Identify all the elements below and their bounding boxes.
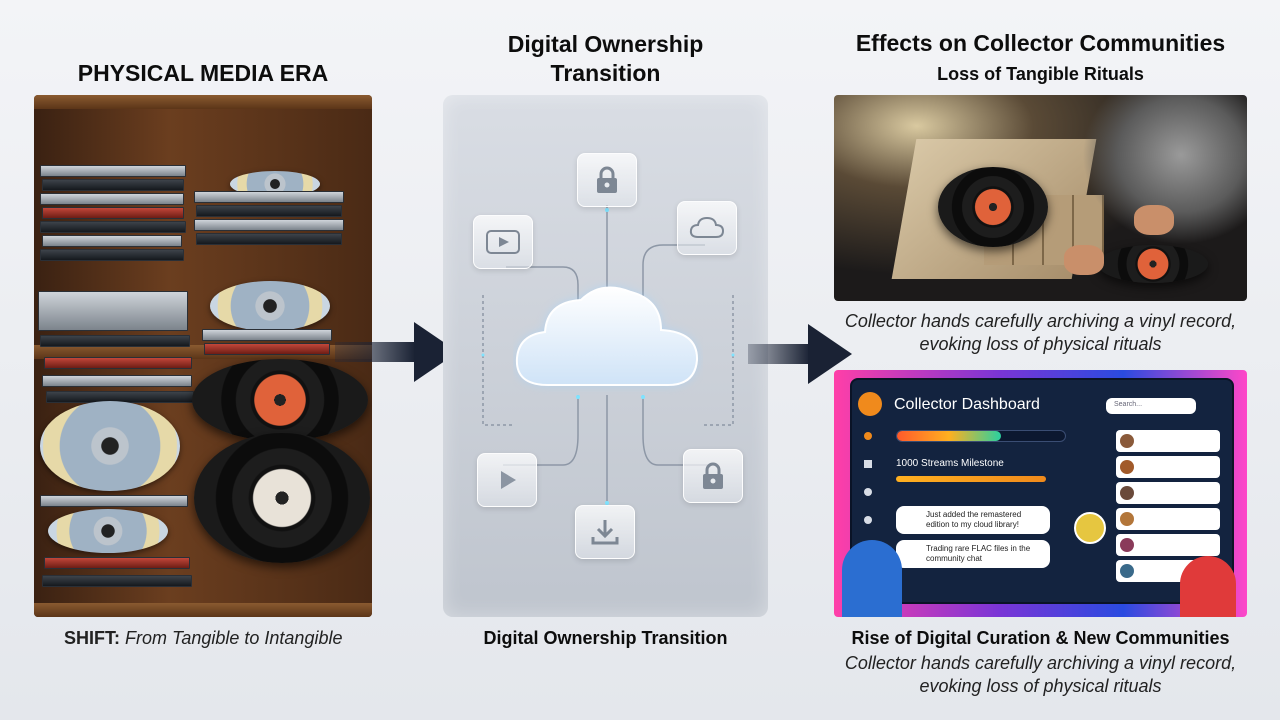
photo-caption: Collector hands carefully archiving a vi… (834, 310, 1247, 356)
dashboard-title: Collector Dashboard (894, 396, 1040, 413)
community-avatar (1074, 512, 1106, 544)
middle-title: Digital Ownership Transition (443, 30, 768, 88)
arrow-2-shaft (748, 344, 810, 364)
collector-archiving-photo (834, 95, 1247, 301)
chat-bubble-2: Trading rare FLAC files in the community… (896, 540, 1050, 568)
photo-caption-line2: evoking loss of physical rituals (919, 334, 1162, 354)
tile-play-top (473, 215, 533, 269)
physical-media-shelf-image (34, 95, 372, 617)
cloud-small-icon (689, 216, 725, 238)
left-caption-bold: SHIFT: (64, 628, 120, 648)
middle-title-line1: Digital Ownership (507, 31, 704, 57)
chat-bubble-1: Just added the remastered edition to my … (896, 506, 1050, 534)
play-triangle-icon (501, 471, 516, 489)
bottom-title: Rise of Digital Curation & New Communiti… (851, 628, 1230, 648)
left-caption-rest: From Tangible to Intangible (120, 628, 343, 648)
progress-bar (896, 430, 1066, 442)
sidebar-icons (864, 432, 874, 524)
tile-play-bottom (477, 453, 537, 507)
cloud-panel (443, 95, 768, 617)
photo-caption-line1: Collector hands carefully archiving a vi… (844, 311, 1237, 331)
cartoon-man-left (842, 540, 902, 617)
bottom-caption-line1: Collector hands carefully archiving a vi… (844, 653, 1237, 673)
bottom-caption-line2: evoking loss of physical rituals (919, 676, 1162, 696)
cartoon-man-right (1180, 556, 1236, 617)
dashboard-logo (858, 392, 882, 416)
tile-lock-top (577, 153, 637, 207)
lock-icon-2 (703, 462, 723, 489)
dashboard-screen: Collector Dashboard Search... 1000 Strea… (850, 378, 1234, 604)
play-icon (486, 230, 520, 254)
tile-download (575, 505, 635, 559)
collector-dashboard-illustration: Collector Dashboard Search... 1000 Strea… (834, 370, 1247, 617)
bottom-caption: Collector hands carefully archiving a vi… (834, 652, 1247, 698)
right-title: Effects on Collector Communities (855, 30, 1226, 56)
middle-caption: Digital Ownership Transition (483, 628, 728, 648)
download-icon (591, 520, 619, 545)
arrow-1-shaft (335, 342, 415, 362)
milestone-label: 1000 Streams Milestone (896, 458, 1004, 469)
lock-icon (597, 166, 617, 193)
left-title: PHYSICAL MEDIA ERA (77, 60, 329, 86)
tile-cloud-small (677, 201, 737, 255)
right-subtitle: Loss of Tangible Rituals (937, 64, 1144, 84)
milestone-bar (896, 476, 1046, 482)
cloud-icon (515, 286, 699, 386)
middle-title-line2: Transition (550, 60, 661, 86)
left-caption: SHIFT: From Tangible to Intangible (34, 628, 372, 649)
tile-lock-bottom (683, 449, 743, 503)
dashboard-search[interactable]: Search... (1106, 398, 1196, 414)
